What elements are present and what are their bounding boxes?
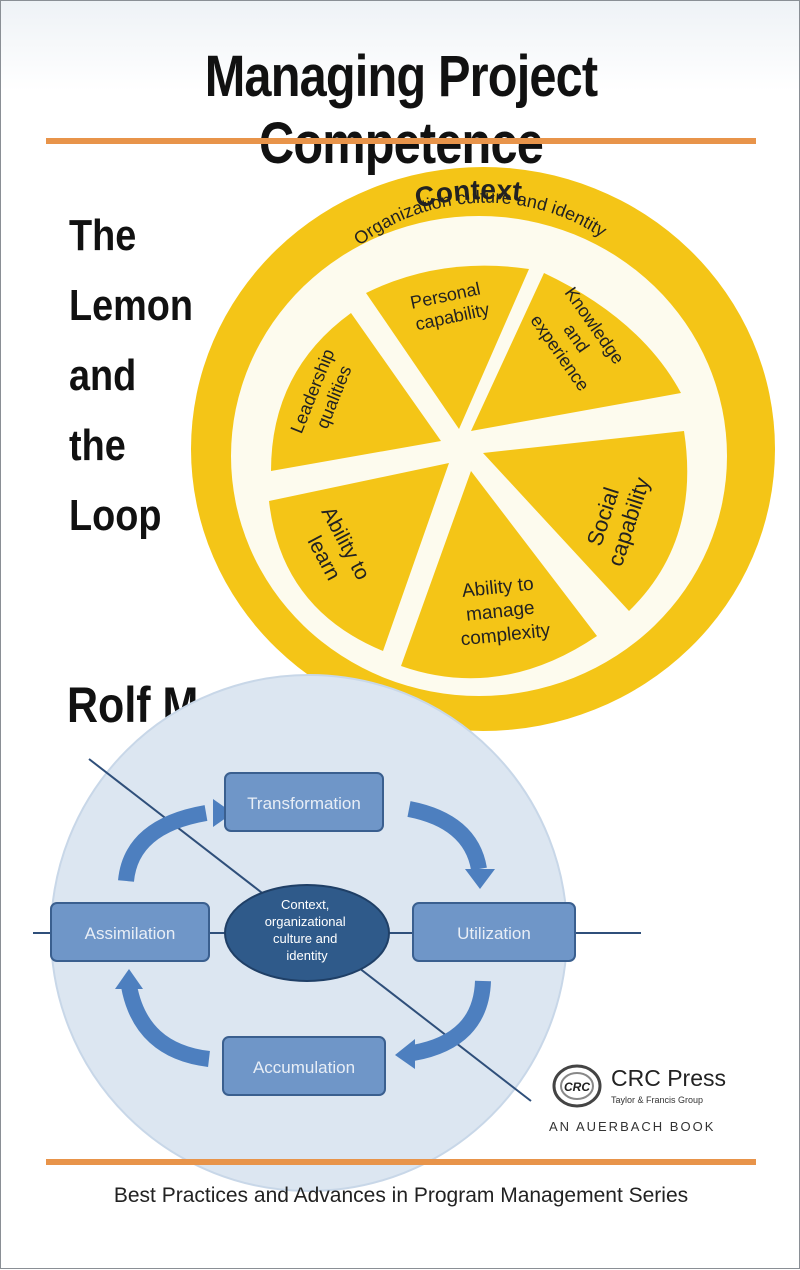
loop-center-label: Context, organizational culture and iden…: [265, 897, 350, 963]
subtitle-line: Loop: [69, 491, 162, 540]
loop-box-accumulation: [222, 1036, 386, 1096]
arrow-accumulation-assimilation: [121, 984, 211, 1067]
loop-box-assimilation: [50, 902, 210, 962]
segment-knowledge: [471, 273, 681, 431]
publisher-group: Taylor & Francis Group: [611, 1095, 704, 1105]
arrow-utilization-accumulation: [411, 980, 491, 1061]
loop-label-transformation: Transformation: [247, 794, 361, 813]
segment-leadership: [271, 313, 441, 471]
arrowhead-right: [465, 869, 495, 889]
loop-label-assimilation: Assimilation: [85, 924, 176, 943]
subtitle-line: the: [69, 421, 126, 470]
arrow-transformation-utilization: [407, 801, 487, 871]
loop-label-accumulation: Accumulation: [253, 1058, 355, 1077]
publisher-imprint: AN AUERBACH BOOK: [549, 1119, 716, 1134]
publisher-name: CRC Press: [611, 1065, 727, 1091]
svg-text:CRC: CRC: [564, 1080, 590, 1094]
lemon-segments: [269, 265, 688, 679]
arrowhead-left: [115, 969, 143, 989]
loop-label-utilization: Utilization: [457, 924, 531, 943]
arrow-assimilation-transformation: [118, 805, 208, 883]
subtitle-line: The: [69, 211, 137, 260]
crc-logo: CRC: [552, 1064, 602, 1108]
arrowhead-bottom: [395, 1039, 415, 1069]
loop-center: [224, 884, 390, 982]
loop-box-utilization: [412, 902, 576, 962]
loop-box-transformation: [224, 772, 384, 832]
book-subtitle: The Lemon and the Loop: [69, 201, 213, 551]
publisher-block: CRC CRC Press Taylor & Francis Group AN …: [549, 1061, 749, 1141]
series-title: Best Practices and Advances in Program M…: [113, 1184, 689, 1207]
top-divider: [46, 138, 756, 144]
subtitle-line: Lemon: [69, 281, 194, 330]
subtitle-line: and: [69, 351, 137, 400]
segment-personal: [366, 265, 529, 429]
bottom-divider: [46, 1159, 756, 1165]
segment-social: [483, 431, 688, 611]
segment-complexity: [401, 471, 597, 679]
arrowhead-top: [213, 799, 233, 827]
segment-learn: [269, 463, 449, 651]
